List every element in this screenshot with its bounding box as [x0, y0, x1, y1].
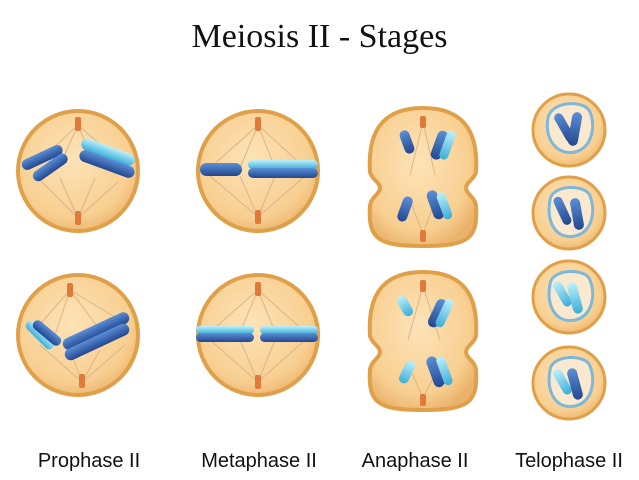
- chromosome-icon: [200, 160, 318, 178]
- centriole-icon: [67, 283, 73, 297]
- chromosome-icon: [397, 295, 454, 388]
- telophase-ii-cell-3: [531, 259, 607, 335]
- chromosome-icon: [553, 281, 572, 307]
- centriole-icon: [420, 280, 426, 292]
- chromosome-icon: [21, 138, 135, 182]
- centriole-icon: [255, 282, 261, 296]
- chromosome-icon: [570, 198, 584, 230]
- metaphase-ii-cell-bottom: [196, 273, 320, 397]
- stage-label-anaphase-ii: Anaphase II: [361, 450, 469, 472]
- metaphase-ii-cell-top: [196, 109, 320, 233]
- centriole-icon: [79, 374, 85, 388]
- chromosome-icon: [25, 312, 130, 361]
- centriole-icon: [420, 394, 426, 406]
- stage-label-telophase-ii: Telophase II: [515, 450, 623, 472]
- centriole-icon: [75, 211, 81, 225]
- anaphase-ii-cell-bottom: [367, 269, 479, 413]
- stage-label-metaphase-ii: Metaphase II: [201, 450, 317, 472]
- centriole-icon: [420, 116, 426, 128]
- centriole-icon: [420, 230, 426, 242]
- centriole-icon: [255, 117, 261, 131]
- chromosome-icon: [567, 282, 583, 314]
- telophase-ii-cell-2: [531, 175, 607, 251]
- centriole-icon: [75, 117, 81, 131]
- chromosome-icon: [567, 368, 583, 400]
- telophase-ii-cell-4: [531, 345, 607, 421]
- chromosome-icon: [397, 130, 456, 222]
- chromosome-icon: [553, 196, 572, 225]
- anaphase-ii-cell-top: [367, 105, 479, 249]
- prophase-ii-cell-top: [16, 109, 140, 233]
- chromosome-icon: [196, 326, 318, 342]
- chromosome-icon: [567, 112, 583, 146]
- telophase-ii-cell-1: [531, 92, 607, 168]
- centriole-icon: [255, 375, 261, 389]
- chromosome-icon: [553, 369, 572, 395]
- prophase-ii-cell-bottom: [16, 273, 140, 397]
- diagram-title: Meiosis II - Stages: [191, 18, 448, 55]
- centriole-icon: [255, 210, 261, 224]
- stage-label-prophase-ii: Prophase II: [37, 450, 141, 472]
